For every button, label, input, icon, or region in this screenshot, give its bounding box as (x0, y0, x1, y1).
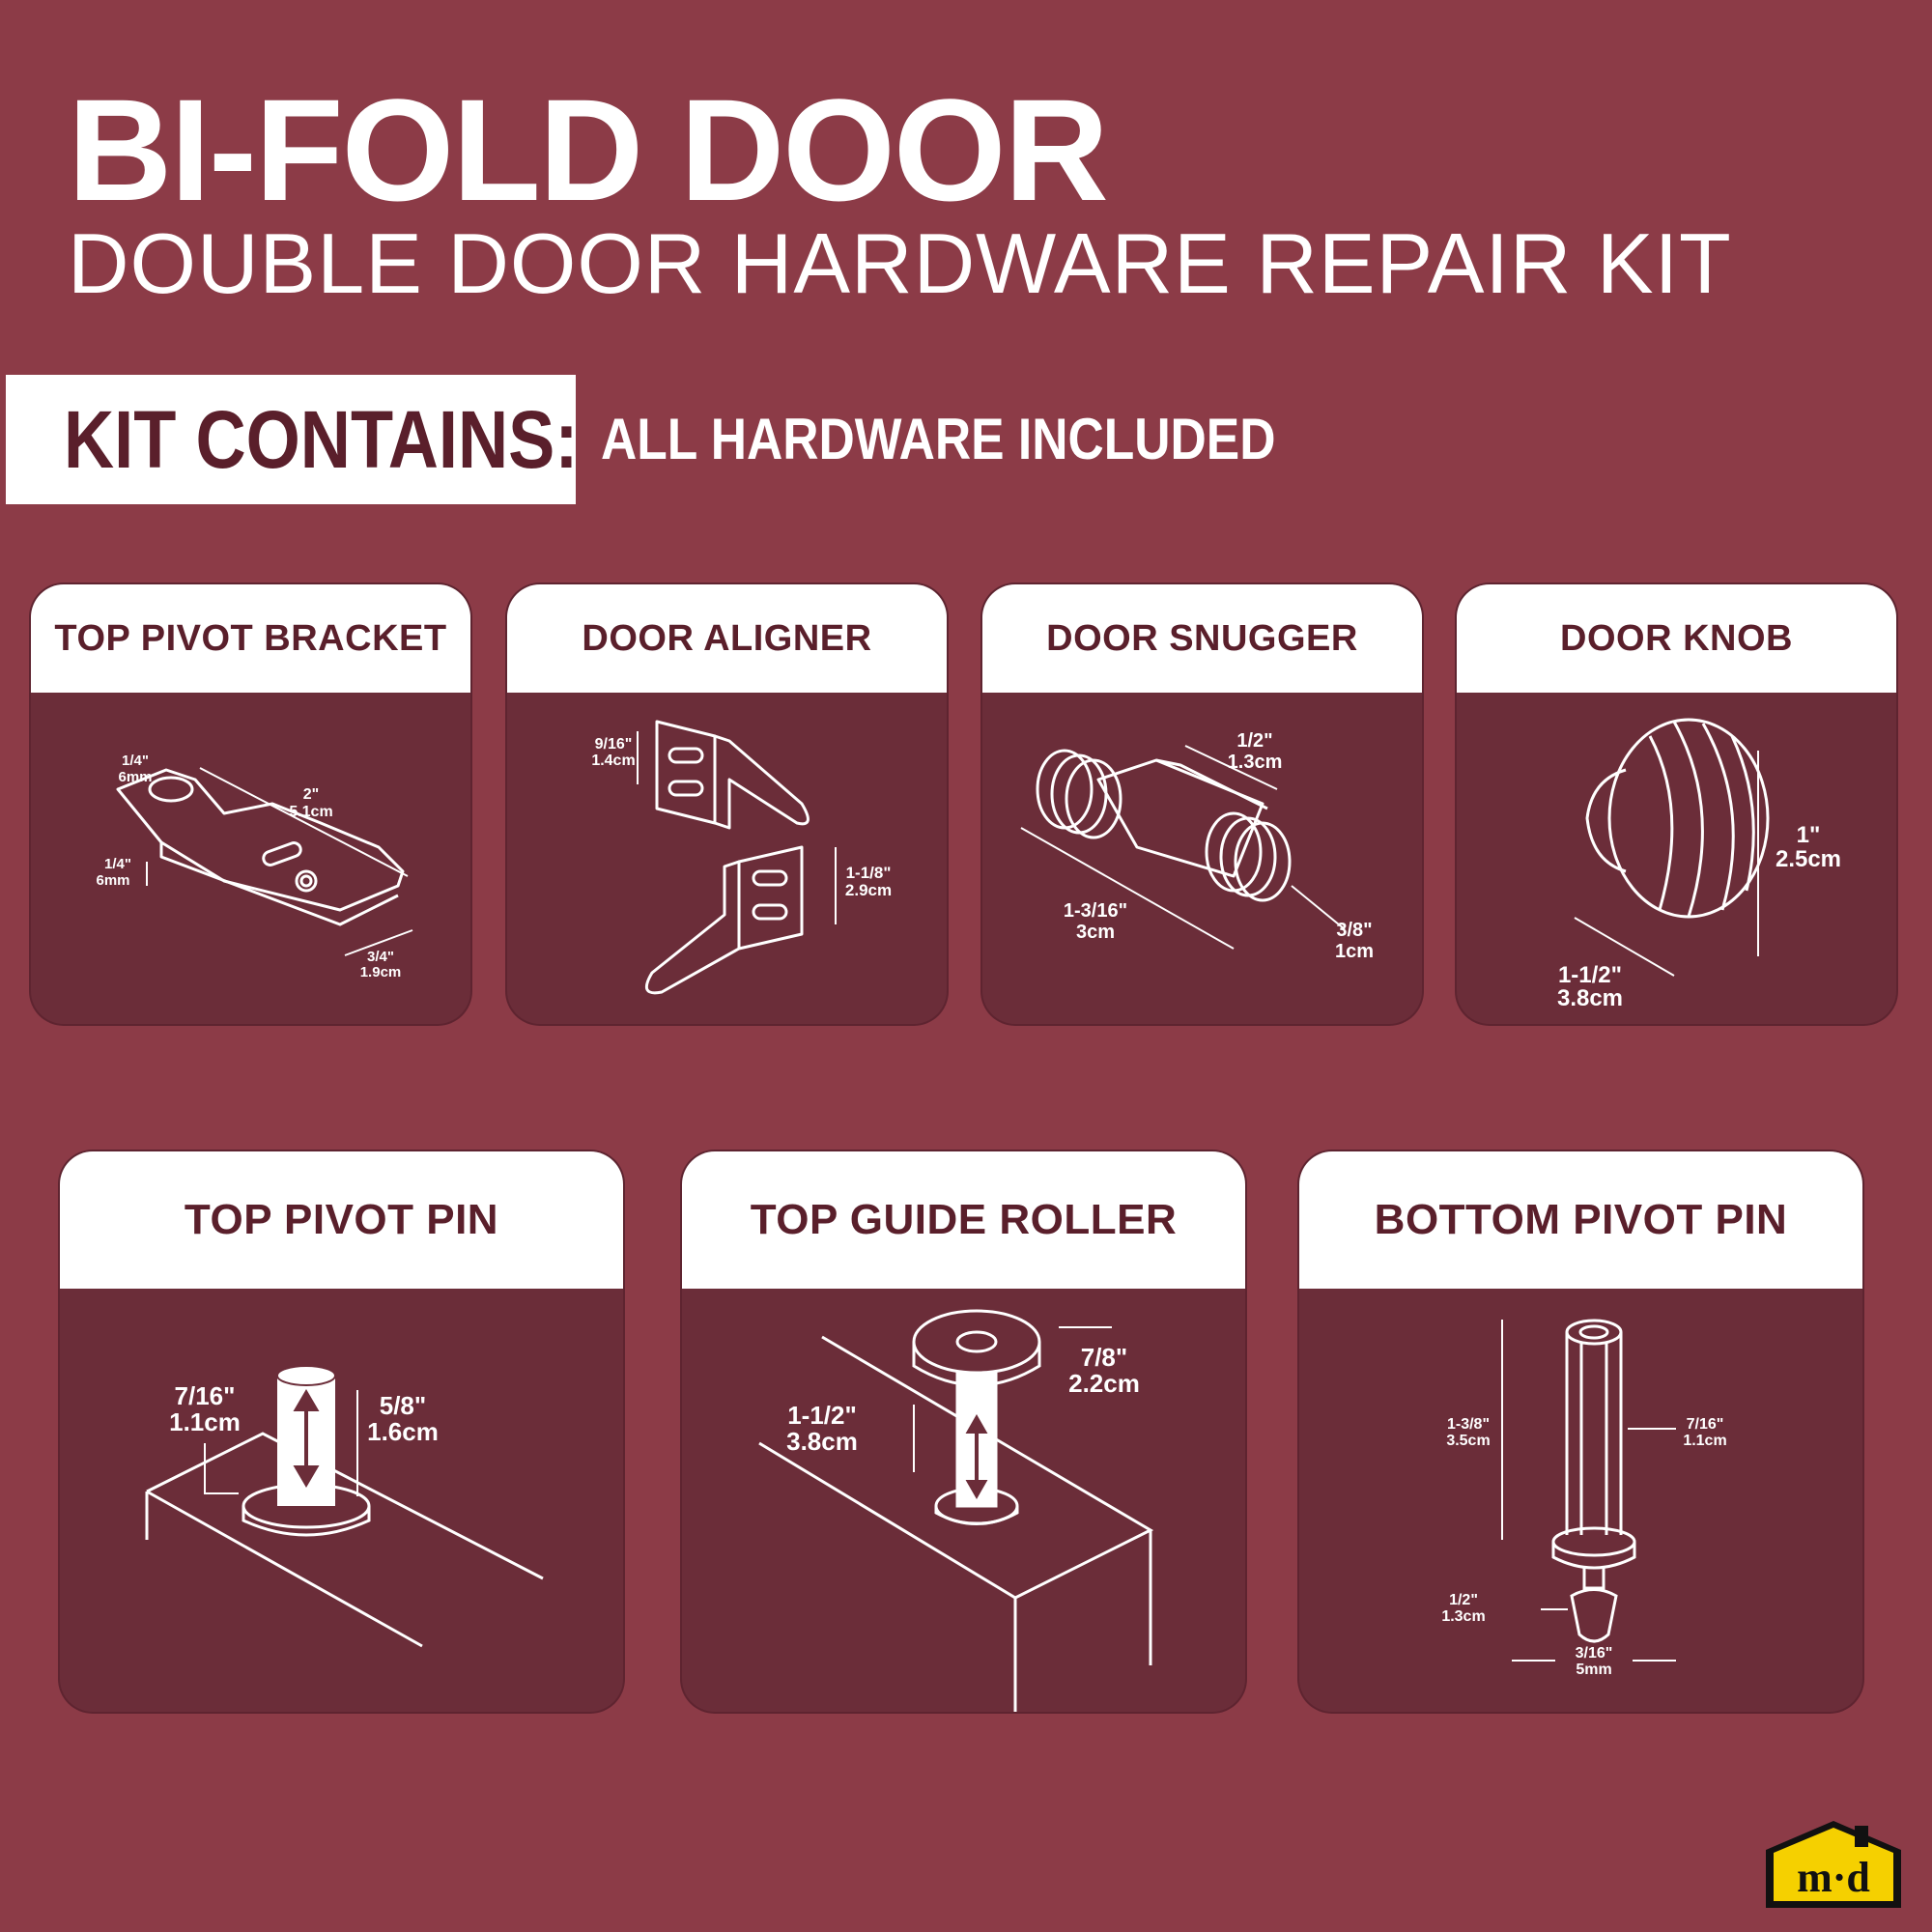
kit-note: ALL HARDWARE INCLUDED (601, 407, 1276, 471)
dim-label: 7/16" (1687, 1416, 1724, 1433)
dim-label: 1/4" (122, 753, 149, 769)
page-subtitle: DOUBLE DOOR HARDWARE REPAIR KIT (68, 215, 1732, 311)
top-pivot-pin-illustration: 7/16" 1.1cm 5/8" 1.6cm (145, 1365, 544, 1648)
page-title: BI-FOLD DOOR (68, 69, 1109, 231)
card-header: TOP PIVOT PIN (60, 1151, 623, 1289)
card-title: BOTTOM PIVOT PIN (1374, 1196, 1788, 1243)
card-door-aligner: DOOR ALIGNER 9/16" 1.4cm 1-1/8" 2.9cm (507, 584, 947, 1024)
dim-label: 7/8" (1081, 1343, 1127, 1372)
dim-label: 1/2" (1236, 730, 1272, 752)
dim-label: 3/16" (1576, 1645, 1613, 1662)
dim-label: 1-1/2" (787, 1401, 857, 1430)
top-guide-roller-illustration: 1-1/2" 3.8cm 7/8" 2.2cm (758, 1309, 1154, 1712)
dim-label: 3.5cm (1446, 1433, 1490, 1449)
dim-label: 1.1cm (1683, 1433, 1726, 1449)
card-header: TOP PIVOT BRACKET (31, 584, 470, 693)
dim-label: 3/4" (367, 949, 394, 965)
door-snugger-illustration: 1/2" 1.3cm 1-3/16" 3cm 3/8" 1cm (1020, 730, 1374, 962)
dim-label: 5.1cm (289, 804, 332, 820)
dim-label: 1.3cm (1441, 1608, 1485, 1625)
dim-label: 1.1cm (169, 1407, 241, 1436)
dim-label: 3.8cm (786, 1427, 858, 1456)
door-knob-illustration: 1" 2.5cm 1-1/2" 3.8cm (1557, 718, 1841, 1011)
card-top-pivot-bracket: TOP PIVOT BRACKET 1/4" 6mm 2" 5.1cm 1/4"… (31, 584, 470, 1024)
dim-label: 2.9cm (845, 881, 892, 899)
logo-text: m·d (1797, 1854, 1870, 1901)
dim-label: 1-1/8" (846, 864, 892, 882)
dim-label: 1-3/16" (1064, 900, 1127, 922)
dim-label: 1-1/2" (1558, 962, 1622, 988)
card-title: DOOR ALIGNER (582, 617, 872, 659)
card-bottom-pivot-pin: BOTTOM PIVOT PIN 1-3/8" 3.5cm 7/16" 1.1c… (1299, 1151, 1862, 1712)
dim-label: 1/2" (1449, 1592, 1478, 1608)
dim-label: 3.8cm (1557, 985, 1623, 1011)
dim-label: 2.2cm (1068, 1369, 1140, 1398)
card-door-snugger: DOOR SNUGGER 1/2" 1.3cm 1-3/16" 3cm 3/8"… (982, 584, 1422, 1024)
card-title: TOP GUIDE ROLLER (750, 1196, 1178, 1243)
top-pivot-bracket-illustration: 1/4" 6mm 2" 5.1cm 1/4" 6mm 3/4" 1.9cm (96, 753, 413, 980)
dim-label: 7/16" (175, 1381, 236, 1410)
dim-label: 5mm (1576, 1662, 1611, 1678)
card-top-pivot-pin: TOP PIVOT PIN 7/16" 1.1cm 5/8" 1.6cm (60, 1151, 623, 1712)
door-aligner-illustration: 9/16" 1.4cm 1-1/8" 2.9cm (591, 720, 892, 995)
md-logo: m·d (1766, 1821, 1901, 1908)
dim-label: 6mm (118, 769, 152, 785)
card-title: DOOR KNOB (1560, 617, 1793, 659)
card-header: BOTTOM PIVOT PIN (1299, 1151, 1862, 1289)
dim-label: 1.6cm (367, 1417, 439, 1446)
card-title: DOOR SNUGGER (1046, 617, 1358, 659)
dim-label: 2" (303, 786, 319, 803)
dim-label: 1cm (1335, 941, 1374, 962)
dim-label: 1.3cm (1228, 752, 1283, 773)
kit-contains-label: KIT CONTAINS: (64, 394, 579, 485)
dim-label: 6mm (96, 872, 129, 889)
dim-label: 1-3/8" (1447, 1416, 1490, 1433)
card-header: DOOR KNOB (1457, 584, 1896, 693)
card-title: TOP PIVOT BRACKET (54, 617, 447, 659)
dim-label: 3cm (1076, 922, 1115, 943)
dim-label: 3/8" (1336, 920, 1372, 941)
card-header: TOP GUIDE ROLLER (682, 1151, 1245, 1289)
card-top-guide-roller: TOP GUIDE ROLLER 1-1/2" 3.8cm 7/8 (682, 1151, 1245, 1712)
dim-label: 1.9cm (360, 964, 402, 980)
kit-contains-box: KIT CONTAINS: (6, 375, 579, 504)
dim-label: 1/4" (104, 856, 131, 872)
dim-label: 1" (1797, 822, 1821, 848)
card-header: DOOR ALIGNER (507, 584, 947, 693)
card-title: TOP PIVOT PIN (184, 1196, 499, 1243)
dim-label: 9/16" (595, 736, 633, 753)
dim-label: 1.4cm (591, 753, 635, 769)
card-door-knob: DOOR KNOB 1" 2.5cm 1-1/2" 3.8cm (1457, 584, 1896, 1024)
card-header: DOOR SNUGGER (982, 584, 1422, 693)
dim-label: 5/8" (380, 1391, 426, 1420)
dim-label: 2.5cm (1776, 846, 1841, 872)
bottom-pivot-pin-illustration: 1-3/8" 3.5cm 7/16" 1.1cm 1/2" 1.3cm 3/16… (1441, 1319, 1727, 1678)
